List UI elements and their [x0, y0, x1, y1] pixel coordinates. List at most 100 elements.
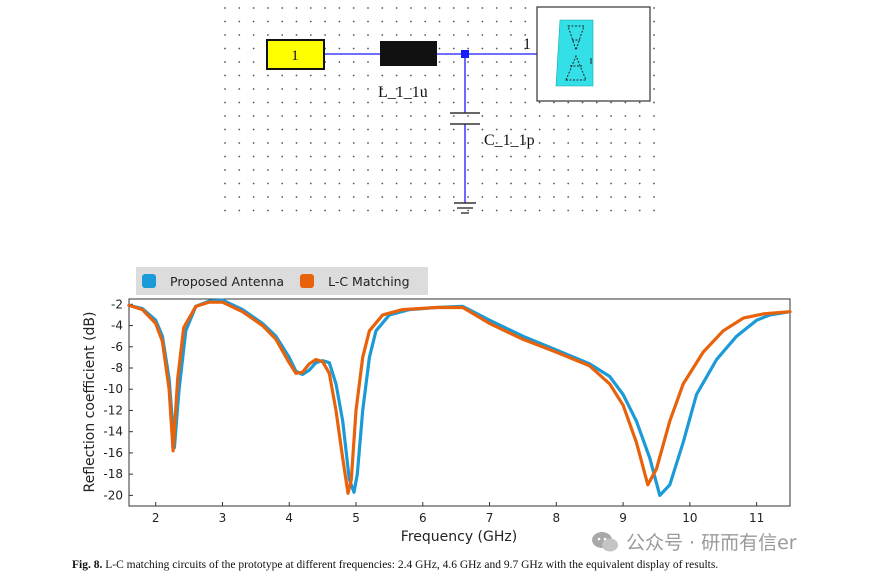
inductor-label: L_1_1u	[378, 84, 428, 101]
grid-dot	[367, 142, 369, 144]
grid-dot	[424, 20, 427, 23]
grid-dot	[367, 74, 369, 77]
grid-dot	[467, 101, 469, 104]
grid-dot	[510, 101, 512, 104]
grid-dot	[581, 128, 584, 131]
grid-dot	[538, 101, 541, 104]
y-tick-label: -20	[103, 488, 123, 502]
grid-dot	[238, 101, 241, 104]
x-tick-label: 4	[285, 511, 293, 525]
grid-dot	[281, 34, 284, 36]
grid-dot	[352, 115, 355, 117]
grid-dot	[510, 142, 512, 144]
grid-dot	[524, 115, 527, 117]
grid-dot	[338, 128, 341, 131]
grid-dot	[252, 74, 255, 77]
grid-dot	[610, 101, 612, 104]
grid-dot	[495, 61, 498, 63]
grid-dot	[467, 47, 469, 50]
grid-dot	[538, 182, 541, 185]
grid-dot	[452, 101, 455, 104]
grid-dot	[452, 47, 455, 50]
grid-dot	[567, 182, 570, 185]
grid-dot	[581, 169, 584, 171]
grid-dot	[524, 74, 527, 77]
grid-dot	[267, 182, 269, 185]
grid-dot	[510, 7, 512, 9]
grid-dot	[538, 128, 541, 131]
grid-dot	[281, 20, 284, 23]
grid-dot	[524, 169, 527, 171]
grid-dot	[581, 182, 584, 185]
grid-dot	[438, 128, 441, 131]
grid-dot	[438, 34, 441, 36]
schematic-dot-grid	[224, 7, 655, 212]
grid-dot	[452, 196, 455, 198]
grid-dot	[281, 169, 284, 171]
grid-dot	[538, 155, 541, 158]
grid-dot	[238, 115, 241, 117]
grid-dot	[567, 155, 570, 158]
grid-dot	[224, 169, 226, 171]
y-tick-label: -12	[103, 403, 123, 417]
grid-dot	[324, 115, 326, 117]
grid-dot	[452, 142, 455, 144]
source-port[interactable]	[266, 39, 325, 70]
grid-dot	[395, 155, 398, 158]
grid-dot	[438, 142, 441, 144]
legend-item-lc-matching[interactable]: L-C Matching	[300, 273, 410, 289]
grid-dot	[467, 74, 469, 77]
grid-dot	[424, 7, 427, 9]
grid-dot	[367, 34, 369, 36]
grid-dot	[338, 182, 341, 185]
grid-dot	[309, 34, 312, 36]
grid-dot	[410, 88, 412, 90]
grid-dot	[309, 101, 312, 104]
grid-dot	[653, 101, 655, 104]
grid-dot	[324, 20, 326, 23]
legend-label-lc-matching: L-C Matching	[328, 273, 410, 289]
grid-dot	[309, 196, 312, 198]
grid-dot	[238, 196, 241, 198]
grid-dot	[424, 74, 427, 77]
grid-dot	[338, 34, 341, 36]
grid-dot	[438, 74, 441, 77]
legend-swatch-lc-matching	[300, 274, 315, 288]
grid-dot	[267, 115, 269, 117]
grid-dot	[238, 47, 241, 50]
grid-dot	[281, 115, 284, 117]
antenna-block[interactable]	[536, 6, 651, 102]
grid-dot	[567, 209, 570, 212]
grid-dot	[452, 74, 455, 77]
grid-dot	[309, 7, 312, 9]
grid-dot	[595, 128, 598, 131]
grid-dot	[324, 88, 326, 90]
grid-dot	[224, 142, 226, 144]
grid-dot	[467, 209, 469, 212]
wechat-icon	[592, 531, 618, 551]
series-line-lc-matching	[127, 300, 792, 495]
grid-dot	[638, 196, 641, 198]
grid-dot	[367, 128, 369, 131]
inductor[interactable]	[380, 41, 437, 66]
legend-item-proposed-antenna[interactable]: Proposed Antenna	[142, 274, 284, 289]
grid-dot	[410, 34, 412, 36]
grid-dot	[352, 61, 355, 63]
grid-dot	[267, 128, 269, 131]
grid-dot	[438, 169, 441, 171]
grid-dot	[653, 196, 655, 198]
grid-dot	[495, 34, 498, 36]
grid-dot	[338, 101, 341, 104]
y-tick-label: -16	[103, 446, 123, 460]
grid-dot	[610, 209, 612, 212]
grid-dot	[381, 196, 384, 198]
grid-dot	[438, 61, 441, 63]
grid-dot	[281, 155, 284, 158]
grid-dot	[252, 182, 255, 185]
grid-dot	[410, 101, 412, 104]
grid-dot	[381, 155, 384, 158]
grid-dot	[352, 209, 355, 212]
grid-dot	[510, 115, 512, 117]
grid-dot	[595, 142, 598, 144]
